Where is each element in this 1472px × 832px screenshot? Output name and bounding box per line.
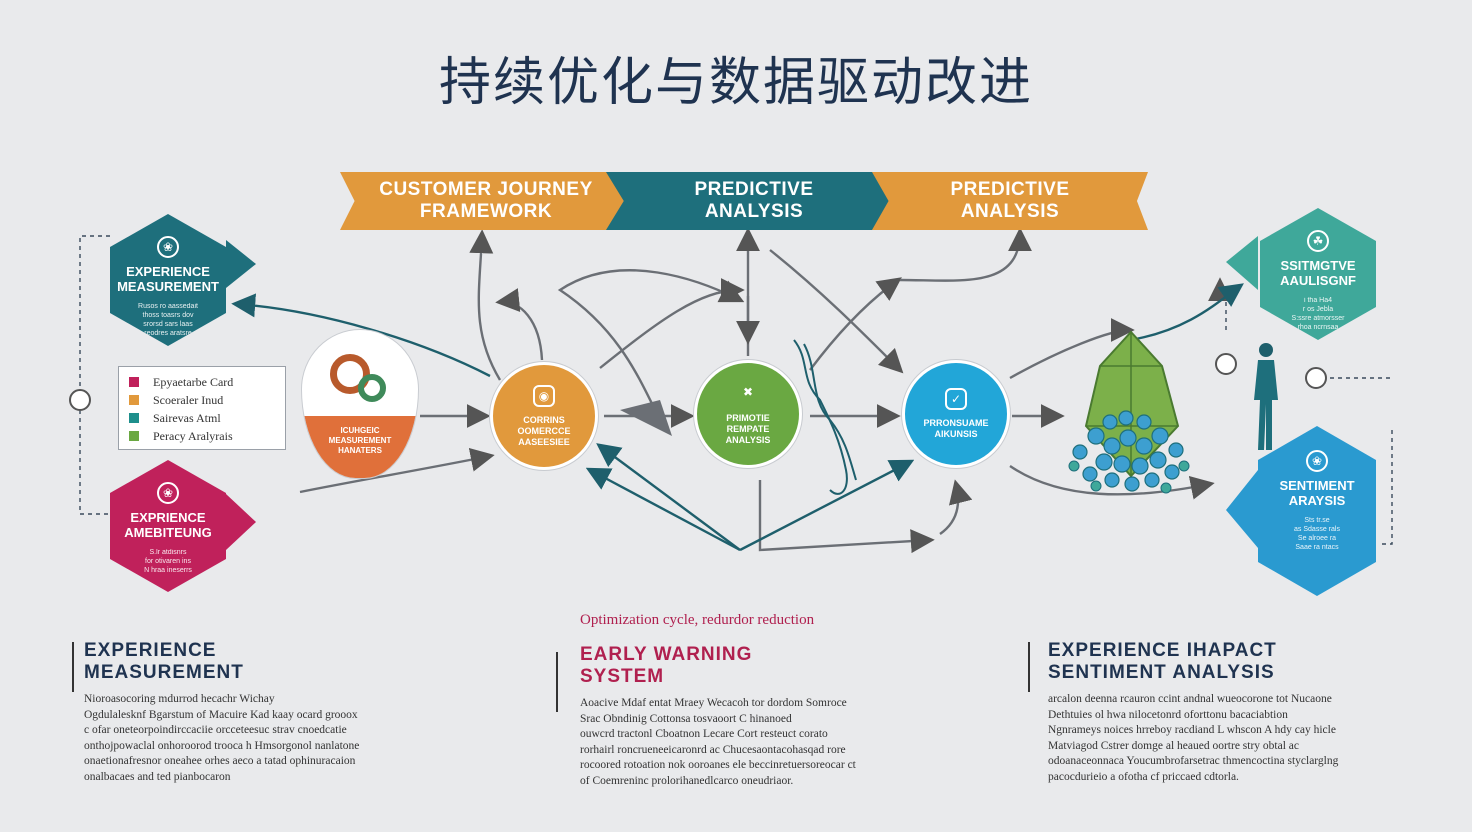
bracket-divider — [72, 642, 74, 692]
section-title: EXPERIENCE MEASUREMENT — [84, 640, 244, 683]
legend-label: Epyaetarbe Card — [153, 374, 234, 389]
stage-predictive-analysis-2: PREDICTIVE ANALYSIS — [872, 172, 1148, 230]
legend-swatch — [129, 395, 139, 405]
section-body: arcalon deenna rcauron ccint andnal wueo… — [1048, 693, 1339, 783]
legend-label: Sairevas Atml — [153, 410, 221, 425]
stage-predictive-analysis-1: PREDICTIVE ANALYSIS — [606, 172, 902, 230]
tools-icon: ✖ — [742, 384, 754, 399]
person-icon — [1254, 343, 1278, 450]
section-sentiment-analysis: EXPERIENCE IHAPACT SENTIMENT ANALYSIS ar… — [1048, 640, 1418, 785]
legend-box: Epyaetarbe Card Scoeraler Inud Sairevas … — [118, 366, 286, 450]
ring-graphic — [358, 374, 386, 402]
hex-text: Rusos ro aassedait thoss toasrs dov sror… — [138, 303, 198, 337]
legend-item: Epyaetarbe Card — [129, 373, 275, 391]
legend-swatch — [129, 431, 139, 441]
stage-label: CUSTOMER JOURNEY FRAMEWORK — [379, 179, 593, 222]
node-label: PRRONSUAME AIKUNSIS — [923, 418, 989, 439]
page-title: 持续优化与数据驱动改进 — [438, 53, 1033, 113]
lock-icon: ◉ — [533, 384, 555, 407]
stage-label: PREDICTIVE ANALYSIS — [950, 179, 1070, 222]
hex-title: SSITMGTVE AAULISGNF — [1280, 258, 1356, 288]
legend-item: Peracy Aralyrais — [129, 427, 275, 445]
hex-text: S.lr atdisnrs for otivaren ins N hraa in… — [144, 549, 192, 574]
section-body: Nioroasocoring mdurrod hecachr Wichay Og… — [84, 693, 360, 783]
legend-item: Sairevas Atml — [129, 409, 275, 427]
hex-title: EXPERIENCE MEASUREMENT — [117, 264, 219, 294]
section-experience-measurement: EXPERIENCE MEASUREMENT Nioroasocoring md… — [84, 640, 504, 785]
node-analysis: ✓ PRRONSUAME AIKUNSIS — [902, 360, 1010, 468]
legend-label: Scoeraler Inud — [153, 392, 224, 407]
hex-text: Sts tr.se as Sdasse rals Se alroee ra Sa… — [1294, 517, 1340, 551]
leaf-icon: ❀ — [157, 482, 179, 504]
stage-customer-journey: CUSTOMER JOURNEY FRAMEWORK — [340, 172, 632, 230]
section-body: Aoacive Mdaf entat Mraey Wecacoh tor dor… — [580, 697, 856, 787]
measurement-node-label: ICUHGEIC MEASUREMENT HANATERS — [302, 416, 418, 478]
legend-swatch — [129, 377, 139, 387]
crystal-cluster-graphic — [1068, 330, 1190, 494]
node-label: PRIMOTIE REMPATE ANALYSIS — [725, 412, 771, 445]
section-title: EARLY WARNING SYSTEM — [580, 644, 753, 687]
hex-sentiment-analysis-top: ☘ SSITMGTVE AAULISGNF i tha Ha4 r os Jeb… — [1260, 208, 1376, 340]
section-early-warning: EARLY WARNING SYSTEM Aoacive Mdaf entat … — [580, 644, 960, 789]
leaf-icon: ❀ — [157, 236, 179, 258]
legend-item: Scoeraler Inud — [129, 391, 275, 409]
hex-text: i tha Ha4 r os Jebla S:ssre atmorsser rh… — [1291, 297, 1345, 331]
shield-icon: ✓ — [945, 388, 967, 410]
measurement-node: ICUHGEIC MEASUREMENT HANATERS — [302, 330, 418, 478]
node-label: CORRINS OOMERCCE AASEESIEE — [517, 414, 571, 447]
hex-title: EXPRIENCE AMEBITEUNG — [124, 510, 212, 540]
plant-icon: ☘ — [1307, 230, 1329, 252]
bracket-divider — [1028, 642, 1030, 692]
hex-sentiment-analysis-bottom: ❀ SENTIMENT ARAYSIS Sts tr.se as Sdasse … — [1258, 426, 1376, 596]
section-title: EXPERIENCE IHAPACT SENTIMENT ANALYSIS — [1048, 640, 1277, 683]
legend-label: Peracy Aralyrais — [153, 428, 233, 443]
node-commerce: ◉ CORRINS OOMERCCE AASEESIEE — [490, 362, 598, 470]
bracket-divider — [556, 652, 558, 712]
cycle-caption: Optimization cycle, redurdor reduction — [580, 612, 815, 628]
node-predictive-analysis: ✖ PRIMOTIE REMPATE ANALYSIS — [694, 360, 802, 468]
stage-label: PREDICTIVE ANALYSIS — [694, 179, 814, 222]
legend-swatch — [129, 413, 139, 423]
leaf-icon: ❀ — [1306, 450, 1328, 472]
hex-title: SENTIMENT ARAYSIS — [1279, 478, 1355, 508]
